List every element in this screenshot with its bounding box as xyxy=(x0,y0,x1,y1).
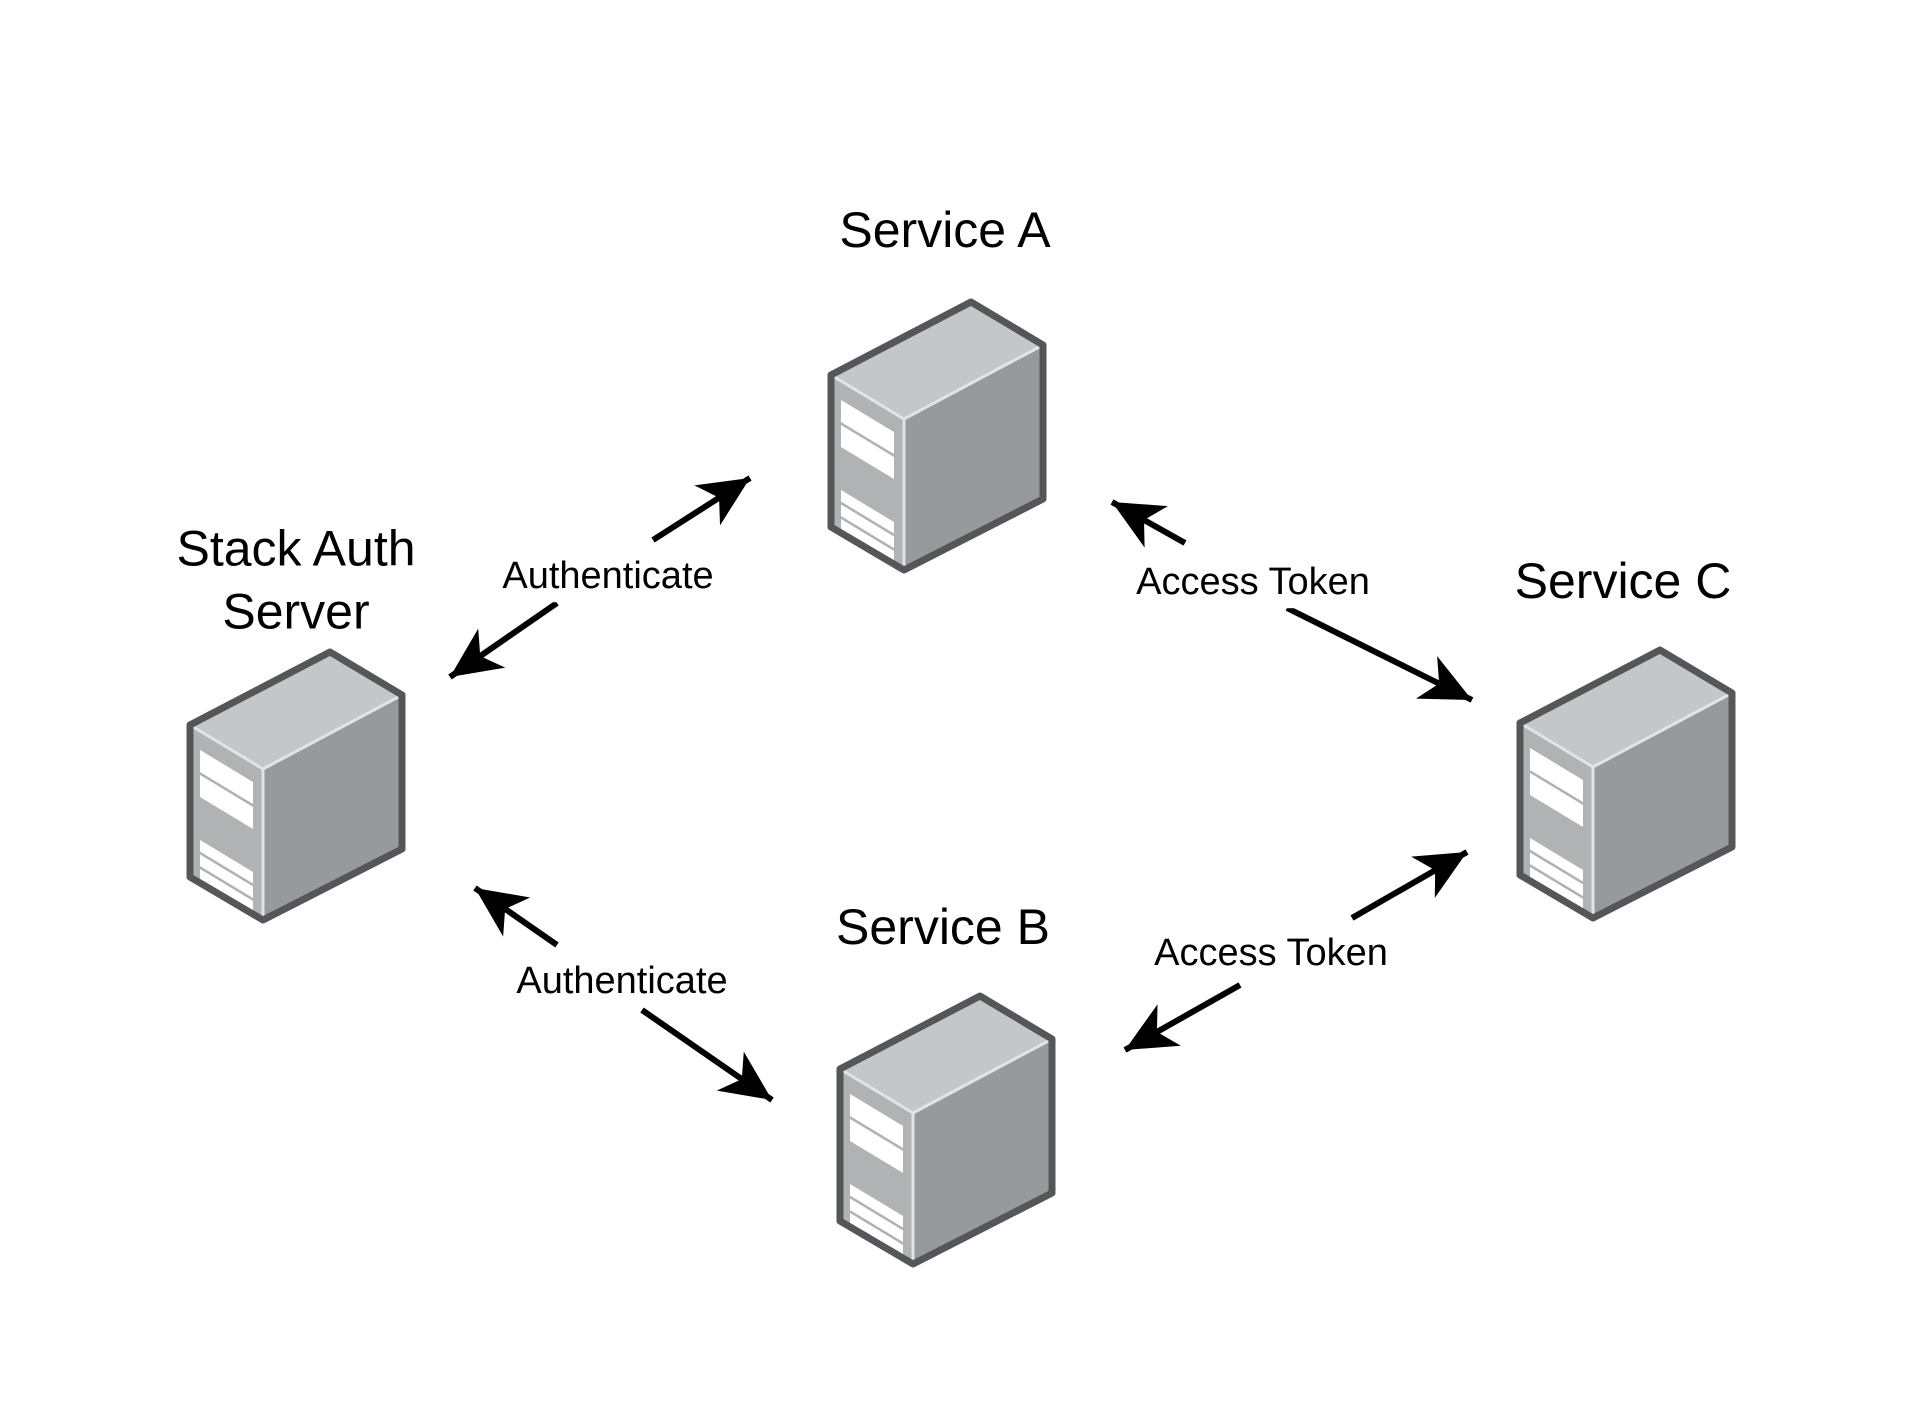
edge-authenticate-stack-to-a xyxy=(448,475,752,680)
node-label-service-b: Service B xyxy=(836,898,1050,955)
edge-label-access-token-a-c: Access Token xyxy=(1128,558,1378,608)
edge-label-authenticate-a: Authenticate xyxy=(494,552,722,602)
edge-label-authenticate-b: Authenticate xyxy=(508,957,736,1007)
edge-label-access-token-b-c: Access Token xyxy=(1146,929,1396,979)
node-label-service-a: Service A xyxy=(839,201,1051,258)
edge-access-token-b-to-c xyxy=(1123,849,1469,1053)
service-a-server-icon server-icon xyxy=(831,302,1043,577)
service-c-server-icon server-icon xyxy=(1520,650,1732,925)
service-b-server-icon server-icon xyxy=(840,996,1052,1271)
node-label-stack-auth-server: Stack Auth Server xyxy=(176,520,416,640)
edge-authenticate-stack-to-b xyxy=(473,885,774,1103)
stack-auth-server-icon server-icon xyxy=(190,652,402,927)
node-label-service-c: Service C xyxy=(1514,552,1732,609)
edge-access-token-a-to-c xyxy=(1110,499,1474,703)
